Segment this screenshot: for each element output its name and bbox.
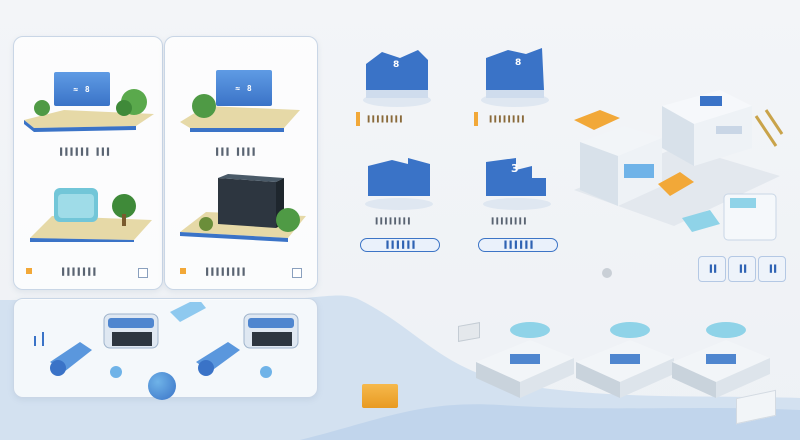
module-glyph: 8: [393, 60, 400, 70]
orange-dot: [180, 268, 186, 274]
module-tile-2[interactable]: [478, 44, 552, 108]
orange-dot: [26, 268, 32, 274]
module-pill-button[interactable]: ▐▐▐▐▐▐: [360, 238, 440, 252]
document-stack-illustration: [682, 193, 777, 241]
module-tile-1[interactable]: [360, 44, 434, 108]
server-island-illustration: [180, 174, 306, 242]
factory-building-illustration: [574, 90, 784, 226]
machine-illustration: [476, 322, 770, 398]
module-label: ▐▐▐▐▐▐▐▐: [488, 116, 525, 123]
module-label: ▐▐▐▐▐▐▐▐: [366, 116, 403, 123]
module-glyph: 8: [515, 58, 522, 68]
module-tile-4[interactable]: [480, 156, 554, 212]
pin-icon: [474, 112, 478, 126]
panel-caption: ▐▐▐ ▐▐▐▐: [214, 148, 256, 156]
robot-arm-illustration: [34, 302, 299, 378]
small-box-icon: [292, 268, 302, 278]
blue-ball: [148, 372, 176, 400]
island-screen-illustration: [180, 94, 300, 132]
island-screen-illustration: [24, 89, 154, 132]
small-box-icon: [138, 268, 148, 278]
module-label: ▐▐▐▐▐▐▐▐: [374, 218, 411, 225]
side-button[interactable]: ▐▐: [728, 256, 756, 282]
module-label: ▐▐▐▐▐▐▐▐: [490, 218, 527, 225]
module-glyph: 3: [511, 162, 519, 175]
screen-sign: ≈ 8: [216, 70, 272, 106]
orange-cube: [362, 384, 398, 408]
screen-island-illustration: [30, 188, 152, 242]
panel-caption: ▐▐▐▐▐▐▐: [60, 268, 97, 276]
module-pill-button[interactable]: ▐▐▐▐▐▐: [478, 238, 558, 252]
panel-caption: ▐▐▐▐▐▐▐▐: [204, 268, 246, 276]
pin-icon: [356, 112, 360, 126]
grey-dot: [602, 268, 612, 278]
screen-sign: ≈ 8: [54, 72, 110, 106]
panel-caption: ▐▐▐▐▐▐ ▐▐▐: [58, 148, 111, 156]
module-tile-3[interactable]: [362, 156, 436, 212]
side-button[interactable]: ▐▐: [698, 256, 726, 282]
side-button[interactable]: ▐▐: [758, 256, 786, 282]
